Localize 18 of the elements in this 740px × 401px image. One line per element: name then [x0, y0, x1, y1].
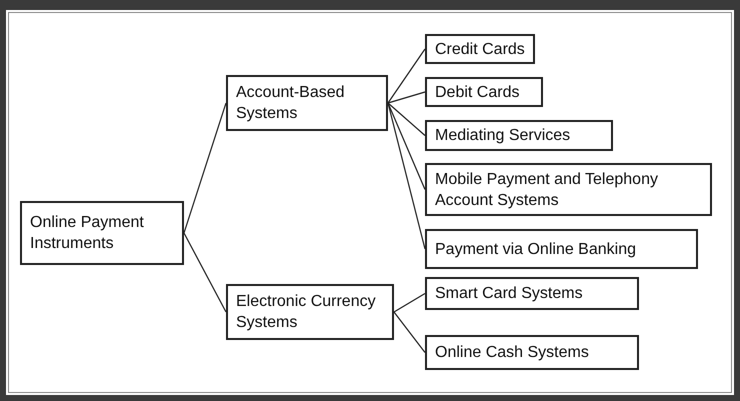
text-box: Smart Card Systems [425, 277, 639, 310]
connector-line [183, 102, 227, 234]
text-box: Electronic Currency Systems [226, 284, 394, 340]
text-box: Online Payment Instruments [20, 201, 184, 265]
text-box: Debit Cards [425, 77, 543, 107]
connector-line [394, 292, 426, 313]
text-box: Online Cash Systems [425, 335, 639, 370]
text-box: Mediating Services [425, 120, 613, 151]
connector-line [183, 232, 227, 312]
text-box: Mobile Payment and Telephony Account Systems [425, 163, 712, 216]
connector-line [388, 102, 426, 136]
connector-line [394, 312, 426, 353]
text-box: Account-Based Systems [226, 75, 388, 131]
connector-line [387, 102, 426, 190]
connector-line [388, 91, 426, 104]
text-box: Payment via Online Banking [425, 229, 698, 269]
text-box: Credit Cards [425, 34, 535, 64]
connector-line [388, 48, 426, 104]
